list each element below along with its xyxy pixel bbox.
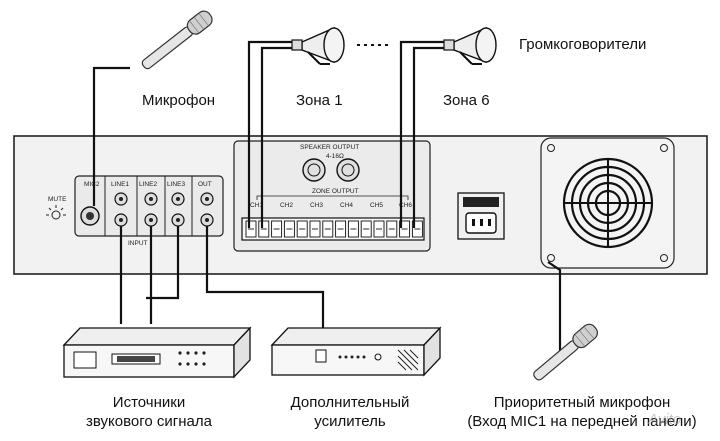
zone-output-label: ZONE OUTPUT [312,188,359,195]
zone6-label: Зона 6 [443,92,490,109]
amp-label-line1: Дополнительный [291,394,410,411]
line2-label: LINE2 [139,181,157,188]
mic2-label: MIC2 [84,181,100,188]
mute-led-icon [46,205,66,220]
handheld-microphone-icon [141,10,213,70]
loudspeaker-zone1-icon [291,26,345,65]
line1-label: LINE1 [111,181,129,188]
ch6-label: CH6 [399,202,412,209]
cables [92,40,562,360]
cooling-fan-icon [540,137,675,269]
priority-mic-label-line2: (Вход MIC1 на передней панели) [467,413,696,430]
out-label: OUT [198,181,212,188]
extra-amplifier-icon [270,326,442,377]
speaker-output-label: SPEAKER OUTPUT [300,144,359,151]
input-block [74,175,224,237]
impedance-label: 4-16Ω [326,153,344,160]
mic2-jack-icon [80,206,100,226]
zone1-label: Зона 1 [296,92,343,109]
speakers-label: Громкоговорители [519,36,646,53]
terminal-strip [241,217,425,241]
ch3-label: CH3 [310,202,323,209]
avito-watermark: Avito [647,411,681,428]
speakon-connector-icon [302,158,360,182]
input-label: INPUT [128,240,148,247]
priority-microphone-icon [533,323,598,381]
ch5-label: CH5 [370,202,383,209]
priority-mic-label-line1: Приоритетный микрофон [494,394,671,411]
ch4-label: CH4 [340,202,353,209]
ch2-label: CH2 [280,202,293,209]
microphone-label: Микрофон [142,92,215,109]
ch1-label: CH1 [250,202,263,209]
loudspeaker-zone6-icon [443,26,497,65]
sources-label-line2: звукового сигнала [86,413,213,430]
mute-label: MUTE [48,196,67,203]
sources-label-line1: Источники [113,394,185,411]
line3-label: LINE3 [167,181,185,188]
amp-label-line2: усилитель [314,413,386,430]
power-socket-icon [457,192,505,240]
audio-source-device-icon [62,326,252,379]
